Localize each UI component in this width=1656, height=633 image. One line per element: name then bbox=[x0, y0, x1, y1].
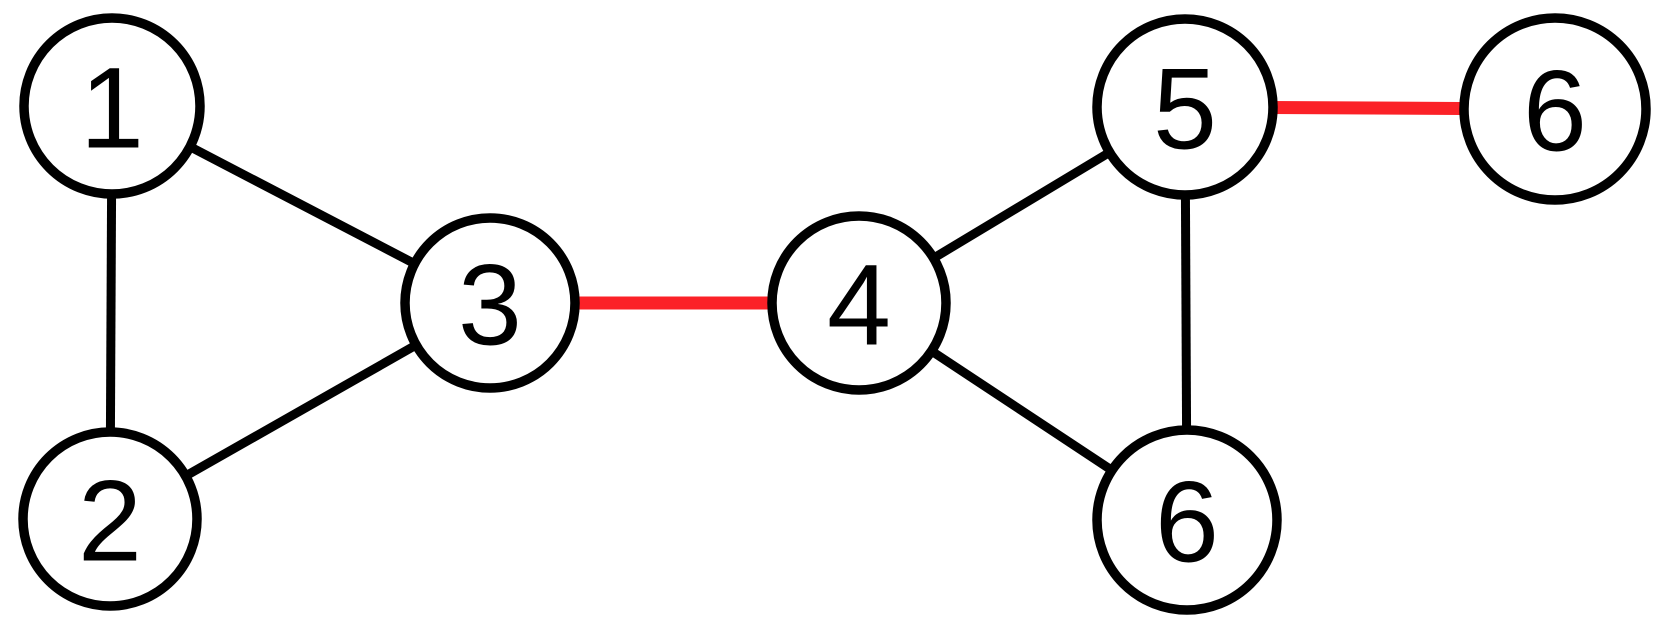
node-circle-n6b bbox=[1459, 13, 1651, 205]
node-label-n6a: 6 bbox=[1155, 458, 1219, 586]
node-circle-n3 bbox=[400, 213, 580, 393]
node-label-n1: 1 bbox=[80, 44, 144, 172]
graph-node-n6b: 6 bbox=[1459, 13, 1651, 205]
node-circle-n6a bbox=[1092, 425, 1282, 615]
graph-node-n4: 4 bbox=[767, 211, 951, 395]
node-label-n4: 4 bbox=[827, 241, 891, 369]
node-label-n3: 3 bbox=[458, 241, 522, 369]
graph-node-n5: 5 bbox=[1092, 14, 1278, 200]
node-label-n5: 5 bbox=[1153, 45, 1217, 173]
graph-node-n1: 1 bbox=[19, 13, 205, 199]
node-layer: 1 2 3 4 5 6 6 bbox=[18, 13, 1651, 615]
node-circle-n1 bbox=[19, 13, 205, 199]
node-label-n6b: 6 bbox=[1523, 47, 1587, 175]
graph-node-n6a: 6 bbox=[1092, 425, 1282, 615]
graph-node-n2: 2 bbox=[18, 427, 202, 611]
node-circle-n5 bbox=[1092, 14, 1278, 200]
node-circle-n4 bbox=[767, 211, 951, 395]
graph-node-n3: 3 bbox=[400, 213, 580, 393]
node-label-n2: 2 bbox=[78, 457, 142, 585]
node-circle-n2 bbox=[18, 427, 202, 611]
